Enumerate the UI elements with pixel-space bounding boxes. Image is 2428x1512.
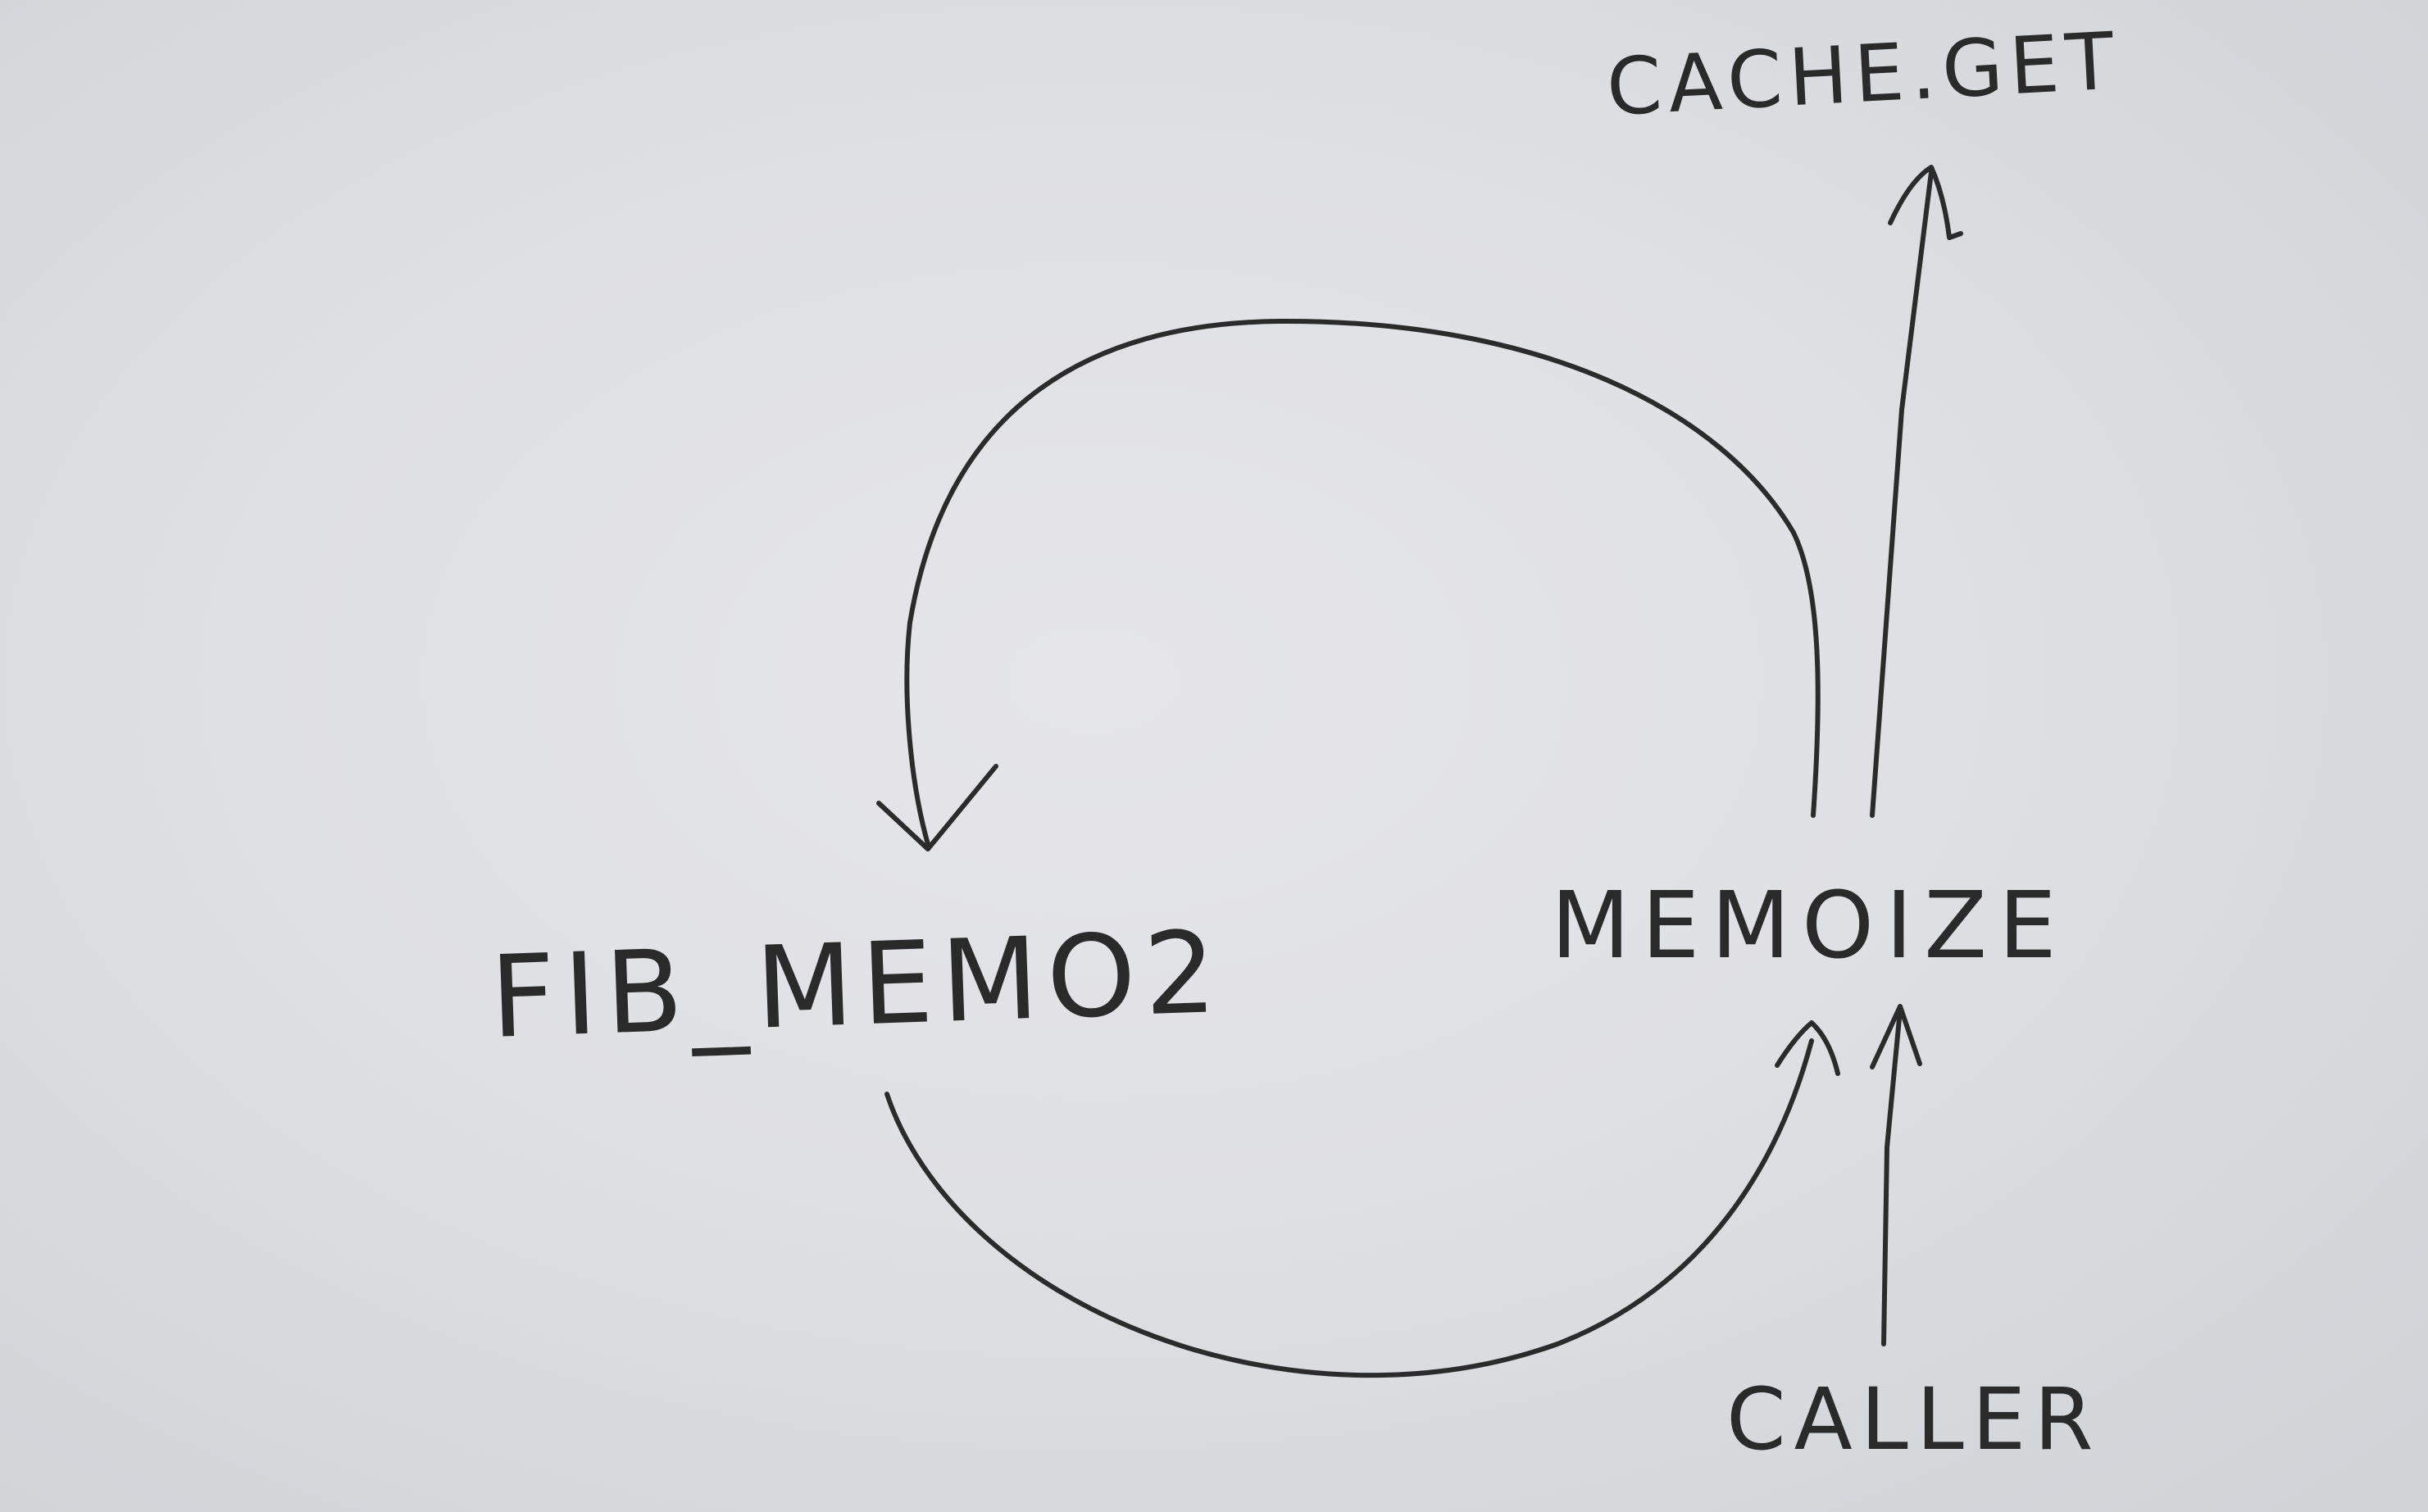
arrowhead-into-memoize-bottom [1775, 1020, 1840, 1076]
node-label-memoize: MEMOIZE [1551, 873, 2068, 979]
edge-memoize-to-fib-memo2 [904, 318, 1821, 847]
edge-caller-to-memoize [1881, 1007, 1903, 1346]
arrowhead-into-memoize-from-caller [1870, 1004, 1922, 1069]
edge-memoize-to-cache-get [1870, 170, 1934, 818]
edge-fib-memo2-to-memoize [884, 1038, 1814, 1378]
node-label-fib-memo2: FIB_MEMO2 [489, 906, 1227, 1064]
node-label-cache-get: CACHE.GET [1604, 15, 2122, 134]
arrowhead-into-cache-get [1888, 165, 1963, 240]
arrowhead-into-fib-memo2 [876, 764, 998, 851]
node-label-caller: CALLER [1726, 1369, 2102, 1469]
